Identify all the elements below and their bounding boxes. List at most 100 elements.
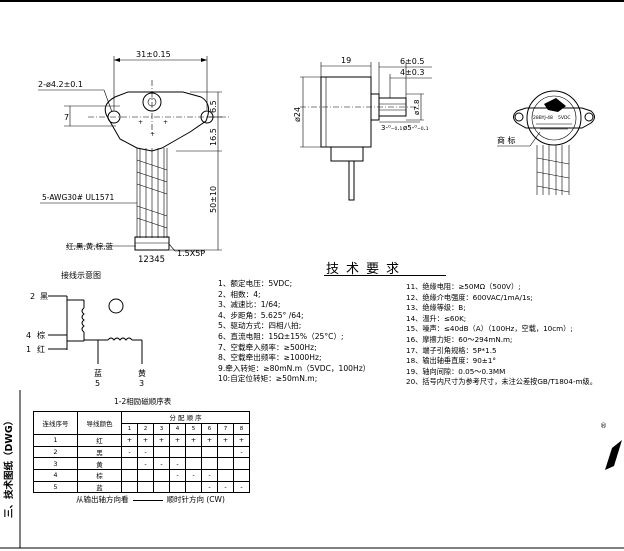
- spec-item: 1、额定电压：5VDC;: [218, 279, 293, 288]
- cable-note: 5-AWG30# UL1571: [42, 193, 114, 202]
- sequence-cell: [217, 468, 234, 482]
- sequence-cell: [185, 457, 202, 470]
- wiring-diagram-title: 接线示意图: [61, 271, 101, 280]
- rotation-view-text: 从输出轴方向看: [76, 495, 129, 504]
- label-view: 28BYJ-48 5VDC 商 标: [497, 90, 595, 195]
- spec-item: 4、步距角：5.625° /64;: [218, 310, 304, 320]
- wire-no-cell: 4: [33, 468, 78, 482]
- wiring-pin-4-color: 棕: [37, 330, 45, 340]
- sequence-cell: -: [233, 445, 250, 459]
- sequence-cell: [169, 480, 186, 494]
- sequence-cell: [137, 468, 154, 482]
- step-header: 6: [201, 422, 218, 436]
- sequence-cell: [153, 445, 170, 459]
- rotation-direction-text: 顺时针方向 (CW): [166, 495, 225, 504]
- sequence-cell: [153, 468, 170, 482]
- spec-item: 20、括号内尺寸为参考尺寸，未注公差按GB/T1804-m级。: [406, 377, 597, 387]
- label-model: 28BYJ-48: [533, 115, 553, 121]
- sequence-cell: -: [233, 480, 250, 494]
- sequence-cell: -: [169, 468, 186, 482]
- spec-item: 14、温升：≤60K;: [406, 313, 467, 323]
- spec-item: 13、绝缘等级：B;: [406, 303, 466, 313]
- front-width-dimension: 31±0.15: [136, 50, 171, 59]
- sequence-cell: [185, 445, 202, 459]
- sequence-cell: +: [217, 434, 234, 447]
- sequence-cell: -: [201, 468, 218, 482]
- sequence-cell: [185, 480, 202, 494]
- sequence-cell: [233, 468, 250, 482]
- sequence-cell: [201, 457, 218, 470]
- spec-item: 2、相数：4;: [218, 289, 261, 299]
- spec-item: 18、输出轴垂直度：90±1°: [406, 356, 496, 366]
- spec-item: 15、噪声：≤40dB（A）（100Hz，空载，10cm）;: [406, 324, 573, 334]
- spec-item: 8、空载牵出频率：≥1000Hz;: [218, 353, 322, 363]
- phase-table-title: 1-2相励磁顺序表: [114, 397, 172, 406]
- side-shaft-dimension: ø5-⁰₋₀.₁: [403, 124, 429, 132]
- wire-no-cell: 1: [33, 434, 78, 447]
- sequence-cell: +: [233, 434, 250, 447]
- svg-text:+: +: [150, 131, 155, 138]
- front-six-five-dimension: 6.5: [209, 100, 218, 113]
- rotation-rule: [132, 499, 163, 501]
- spec-item: 11、绝缘电阻：≥50MΩ（500V）;: [406, 282, 521, 291]
- sequence-cell: [233, 457, 250, 470]
- front-sixteen-five-dimension: 16.5: [209, 128, 218, 146]
- sequence-cell: -: [137, 445, 154, 459]
- wiring-pin-4-num: 4: [26, 331, 31, 340]
- step-header: 3: [153, 422, 170, 436]
- wiring-pin-1-num: 1: [26, 345, 31, 354]
- side-three-dimension: 3-⁰₋₀.₁: [381, 124, 403, 132]
- spec-list-right: 11、绝缘电阻：≥50MΩ（500V）; 12、绝缘介电强度：600VAC/1m…: [406, 282, 597, 388]
- side-length-dimension: 19: [341, 56, 351, 65]
- step-header: 7: [217, 422, 234, 436]
- sequence-cell: +: [169, 434, 186, 447]
- spec-item: 17、端子引角规格：5P*1.5: [406, 345, 497, 355]
- edge-mark: [605, 440, 622, 470]
- header-wire-color: 导线颜色: [77, 410, 122, 436]
- sequence-cell: +: [185, 434, 202, 447]
- spec-item: 16、摩擦力矩：60～294mN.m;: [406, 334, 513, 344]
- sequence-cell: [201, 445, 218, 459]
- wiring-pin-1-color: 红: [37, 344, 45, 354]
- side-four-dimension: 4±0.3: [400, 68, 425, 77]
- wire-no-cell: 2: [33, 445, 78, 459]
- front-hole-dimension: 2-ø4.2±0.1: [38, 80, 83, 89]
- label-volt: 5VDC: [558, 115, 571, 121]
- side-view: 19 6±0.5 4±0.3 ø24 ø7.8 3-⁰₋₀.₁ ø5-⁰₋₀.₁: [293, 56, 432, 201]
- spec-item: 6、直流电阻：15Ω±15%（25°C）;: [218, 331, 344, 341]
- spec-item: 19、轴向间隙：0.05～0.3MM: [406, 366, 506, 376]
- wiring-pin-2-color: 黑: [40, 292, 48, 301]
- wire-no-cell: 3: [33, 457, 78, 470]
- step-header: 1: [121, 422, 138, 436]
- wiring-pin-3-num: 3: [139, 379, 144, 388]
- spec-item: 3、减速比：1/64;: [218, 300, 281, 310]
- sequence-cell: [169, 445, 186, 459]
- wiring-pin-3-color: 黄: [138, 368, 146, 378]
- step-header: 5: [185, 422, 202, 436]
- front-seven-dimension: 7: [64, 113, 69, 122]
- sequence-cell: [137, 480, 154, 494]
- sequence-cell: [121, 468, 138, 482]
- header-wire-no: 连线序号: [33, 410, 78, 436]
- wiring-pin-5-num: 5: [95, 379, 100, 388]
- sequence-cell: [217, 445, 234, 459]
- sequence-cell: -: [201, 480, 218, 494]
- spec-item: 10:自定位转矩：≥50mN.m;: [218, 374, 318, 384]
- sequence-cell: [121, 480, 138, 494]
- sequence-cell: [121, 457, 138, 470]
- step-header: 8: [233, 422, 250, 436]
- wire-color-cell: 红: [77, 434, 122, 447]
- front-view: + + + 31±0.15 2-ø4: [38, 50, 230, 265]
- spec-list-left: 1、额定电压：5VDC; 2、相数：4; 3、减速比：1/64; 4、步距角：5…: [218, 279, 370, 385]
- section-side-label: 三、技术图纸（DWG）: [4, 415, 15, 518]
- sequence-cell: [153, 480, 170, 494]
- wire-color-cell: 棕: [77, 468, 122, 482]
- side-six-dimension: 6±0.5: [400, 57, 425, 66]
- header-sequence: 分 配 顺 序: [121, 411, 250, 424]
